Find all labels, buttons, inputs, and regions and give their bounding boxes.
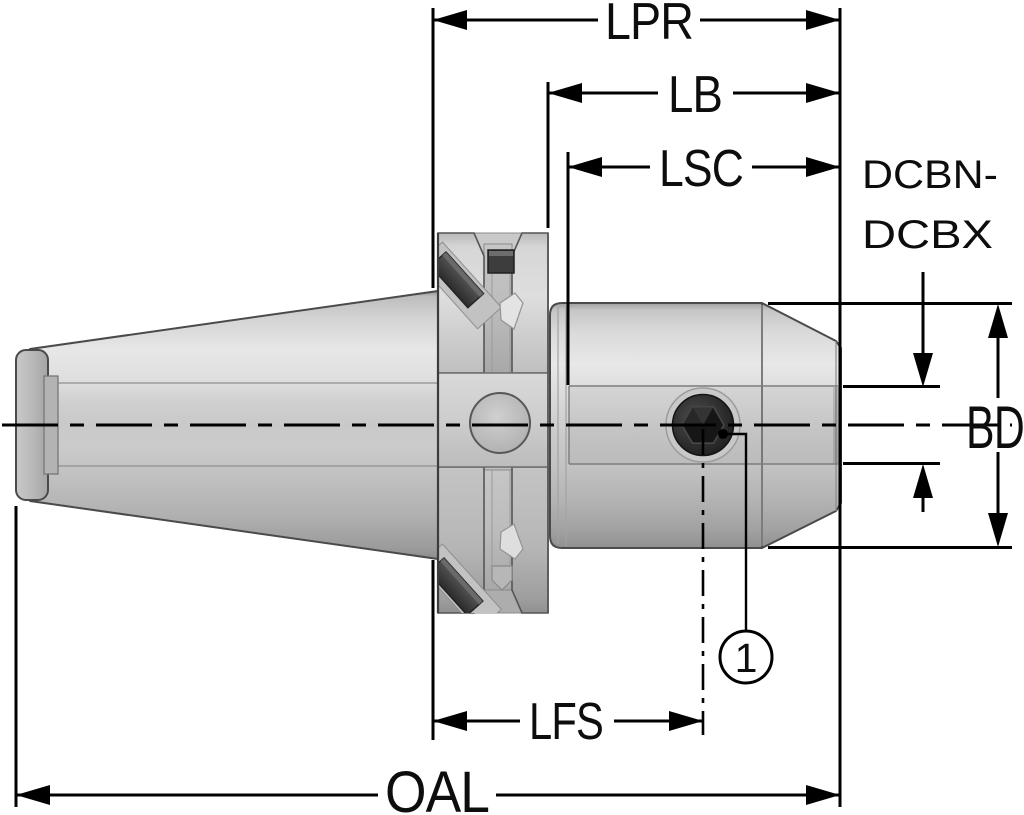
lsc-label: LSC — [659, 140, 743, 198]
lfs-label: LFS — [529, 693, 603, 751]
dimension-oal: OAL — [14, 506, 840, 815]
lsc-arrow-right — [806, 157, 840, 177]
dimension-lpr: LPR — [431, 0, 840, 288]
lfs-arrow-right — [669, 711, 703, 731]
groove-channel-end-bottom — [491, 565, 513, 591]
lb-arrow-left — [548, 83, 582, 103]
dcbn-arrow-top — [913, 353, 933, 387]
lpr-arrow-right — [806, 10, 840, 30]
lb-label: LB — [668, 66, 722, 124]
lpr-label: LPR — [605, 0, 693, 51]
drive-slot-top-group — [438, 241, 503, 330]
dimension-lfs: LFS — [431, 560, 703, 751]
dcbn-label-line1: DCBN- — [862, 153, 998, 197]
bd-label: BD — [966, 394, 1024, 461]
lsc-arrow-left — [568, 157, 602, 177]
lpr-arrow-left — [433, 10, 467, 30]
lfs-arrow-left — [433, 711, 467, 731]
callout-balloon — [718, 629, 774, 685]
callout-leader-line — [723, 432, 748, 630]
dimension-bd: BD — [768, 302, 1024, 549]
bd-arrow-top — [988, 304, 1008, 338]
drive-slot-top-highlight — [442, 251, 484, 297]
oal-arrow-right — [806, 785, 840, 805]
oal-label: OAL — [385, 760, 489, 815]
dimension-lsc: LSC — [566, 140, 840, 385]
groove-key-notch-highlight — [489, 251, 513, 256]
hex-socket-facet-top — [692, 406, 714, 425]
dcbn-arrow-bottom — [913, 464, 933, 498]
lb-arrow-right — [806, 83, 840, 103]
flange-center-hole — [469, 392, 531, 454]
bore-front-opening — [833, 387, 841, 464]
dcbn-label-line2: DCBX — [862, 213, 993, 257]
dimension-lb: LB — [546, 66, 840, 228]
groove-facet-bottom — [499, 523, 524, 560]
callout-number: 1 — [735, 635, 758, 681]
hex-socket-facet-left — [682, 406, 703, 425]
body-cylinder — [549, 302, 763, 549]
oal-arrow-left — [16, 785, 50, 805]
drive-slot-bottom-group — [438, 543, 503, 613]
dimension-dcbn-dcbx: DCBN- DCBX — [843, 153, 998, 512]
callout-1: 1 — [718, 429, 774, 685]
groove-facet-top — [499, 292, 524, 330]
v-flange — [436, 232, 549, 614]
callout-leader-dot — [718, 429, 728, 439]
drive-slot-bottom-highlight — [440, 558, 483, 605]
bd-arrow-bottom — [988, 513, 1008, 547]
